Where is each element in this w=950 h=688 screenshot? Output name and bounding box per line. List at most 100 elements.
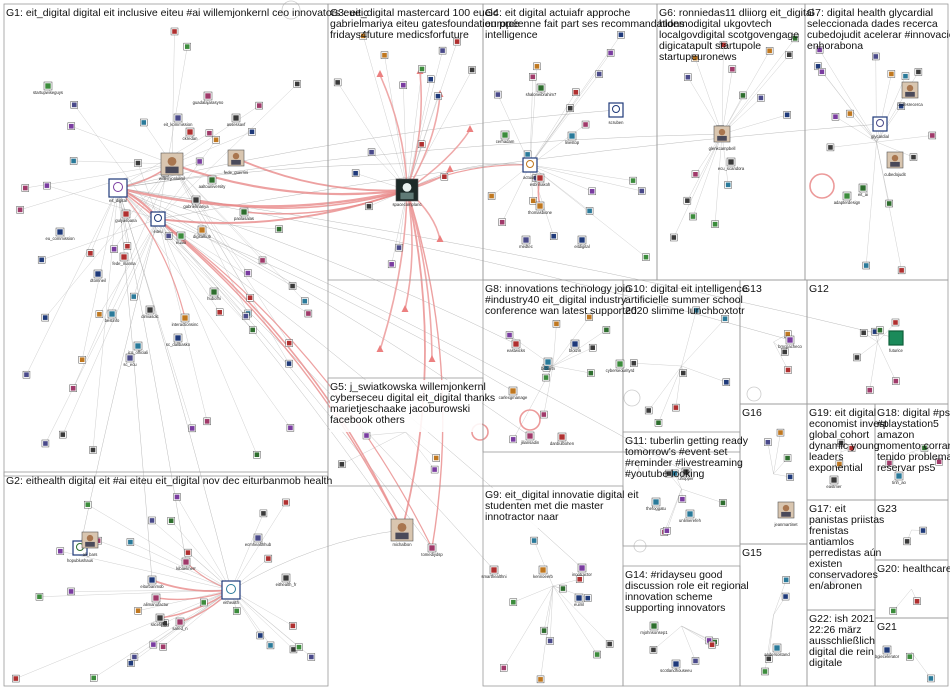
- node-label: glycardial: [871, 134, 889, 139]
- edge: [529, 34, 622, 166]
- node-label: glenkcampbell: [709, 146, 736, 151]
- edge: [406, 163, 531, 191]
- peripheral-node: [70, 101, 78, 109]
- edge-highlighted: [157, 218, 433, 549]
- node-label: dadesrecerca: [897, 102, 923, 107]
- peripheral-node: [663, 527, 671, 535]
- edge: [721, 114, 788, 135]
- node-blotzin: blotzin: [569, 339, 582, 353]
- peripheral-node: [791, 34, 799, 43]
- node-linestop: linestop: [565, 131, 580, 145]
- node-label: fede_manna: [112, 261, 136, 266]
- node-label: ckredan: [183, 136, 199, 141]
- node-label: euaio: [176, 240, 187, 245]
- panel-label-backdrop: [330, 380, 482, 432]
- panel-label-g7: seleccionada dades recerca: [807, 18, 938, 30]
- panel-label-g22: digitale: [809, 657, 842, 669]
- panel-label-g17: G17: eit: [809, 503, 846, 515]
- peripheral-node: [683, 196, 692, 205]
- peripheral-node: [711, 220, 719, 228]
- edge-highlighted: [406, 164, 531, 191]
- peripheral-node: [258, 256, 267, 265]
- node-label: paolasalas: [234, 216, 254, 221]
- group-panel-labels: G1: eit_digital digital eit inclusive ei…: [6, 7, 950, 672]
- panel-label-g22: digital die rein: [809, 646, 874, 658]
- edge: [664, 488, 682, 533]
- node-spacecomplanc: spacecomplanc: [392, 178, 422, 207]
- peripheral-node: [721, 315, 729, 323]
- node-cyberseourityrd: cyberseourityrd: [606, 359, 635, 373]
- peripheral-node: [692, 306, 700, 315]
- panel-label-g10: G10: digital eit intelligence: [625, 283, 748, 295]
- edge: [865, 141, 877, 266]
- peripheral-node: [140, 118, 148, 127]
- panel-label-g19: global cohort: [809, 429, 869, 441]
- node-scruben: scruben: [608, 102, 624, 125]
- edge-self-loop: [623, 389, 641, 407]
- peripheral-node: [56, 547, 65, 555]
- panel-label-g23: G23: [877, 503, 897, 515]
- node-eitdigital: eitdigital: [574, 235, 590, 249]
- peripheral-node: [691, 54, 699, 62]
- node-label: eithealth: [223, 600, 240, 605]
- panel-label-g6: digicatapult startupole: [659, 40, 761, 52]
- edge: [529, 73, 600, 166]
- node-label: innotractor: [572, 572, 592, 577]
- node-label: mjohnsonsep1: [640, 630, 668, 635]
- peripheral-node: [212, 136, 220, 144]
- edge: [529, 124, 586, 166]
- arrowhead: [436, 235, 444, 242]
- edge: [117, 187, 232, 591]
- peripheral-node: [259, 509, 268, 518]
- node-label: cyberseourityrd: [606, 368, 635, 373]
- peripheral-node: [380, 51, 389, 59]
- peripheral-node: [642, 253, 650, 261]
- node-eithealth: eithealth: [221, 580, 241, 605]
- peripheral-node: [593, 650, 601, 659]
- node-scotlandhouseeu: scotlandhouseeu: [660, 659, 692, 673]
- peripheral-node: [438, 46, 447, 55]
- panel-label-g10: artificielle summer school: [625, 294, 743, 306]
- edge: [171, 163, 290, 364]
- peripheral-node: [362, 431, 371, 440]
- node-actuiafr: actuiafr: [522, 157, 538, 180]
- edge: [71, 126, 173, 165]
- edge: [653, 625, 682, 651]
- node-label: kibaelmerr: [176, 566, 196, 571]
- node-label: thefoggatu: [646, 506, 666, 511]
- panel-label-g18: #playstation5: [877, 418, 939, 430]
- edge: [503, 585, 554, 669]
- panel-label-g6: localgovdigital scotgovengage: [659, 29, 799, 41]
- panel-label-g14: innovation scheme: [625, 591, 713, 603]
- edge: [171, 31, 175, 165]
- peripheral-node: [307, 653, 316, 661]
- edge: [764, 614, 774, 672]
- edge: [117, 187, 517, 345]
- edge: [552, 323, 557, 367]
- node-label: hopublushaus: [67, 558, 93, 563]
- peripheral-node: [183, 42, 191, 51]
- node-bmcpacheco: bmcpacheco: [778, 335, 803, 349]
- panel-label-g4: européenne fait part ses recommandations: [485, 18, 685, 30]
- edge-highlighted: [406, 189, 444, 549]
- edge: [552, 579, 580, 587]
- edge: [821, 71, 877, 143]
- node-label: bestinfo: [105, 318, 120, 323]
- panel-label-backdrop: [486, 488, 622, 528]
- edge: [230, 502, 287, 591]
- peripheral-node: [286, 424, 295, 432]
- peripheral-node: [301, 297, 309, 305]
- peripheral-node: [581, 120, 590, 129]
- peripheral-node: [897, 266, 906, 275]
- peripheral-node: [889, 607, 898, 615]
- peripheral-node: [86, 249, 95, 257]
- edge: [230, 513, 264, 591]
- edge: [721, 44, 724, 135]
- edge: [552, 365, 591, 374]
- panel-label-g18: amazon: [877, 429, 915, 441]
- edge: [666, 488, 682, 531]
- peripheral-node: [935, 458, 943, 466]
- peripheral-node: [566, 104, 574, 112]
- node-paolasalas: paolasalas: [234, 207, 254, 221]
- edge: [117, 187, 253, 331]
